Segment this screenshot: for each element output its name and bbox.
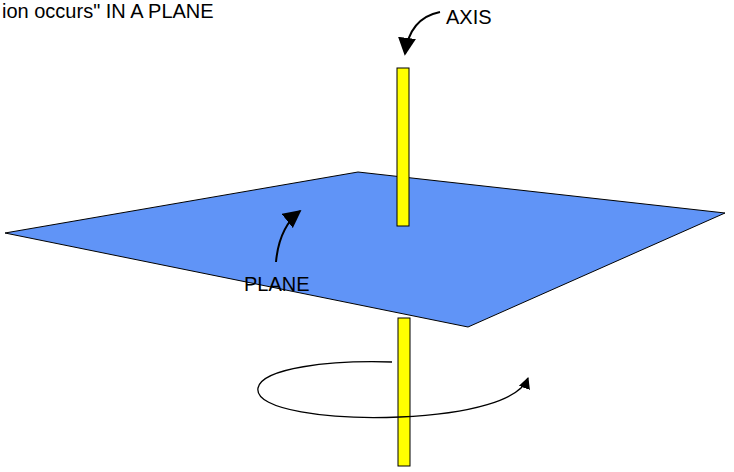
axis-leader bbox=[405, 12, 440, 54]
rotation-arrow bbox=[258, 362, 528, 418]
axis-rod-upper bbox=[397, 68, 409, 226]
plane-leader bbox=[276, 211, 300, 262]
axis-rod-lower bbox=[398, 318, 410, 466]
heading-note: ion occurs" IN A PLANE bbox=[2, 0, 214, 22]
axis-label: AXIS bbox=[446, 6, 492, 28]
plane-sheet bbox=[5, 172, 725, 327]
plane-label: PLANE bbox=[244, 273, 310, 295]
